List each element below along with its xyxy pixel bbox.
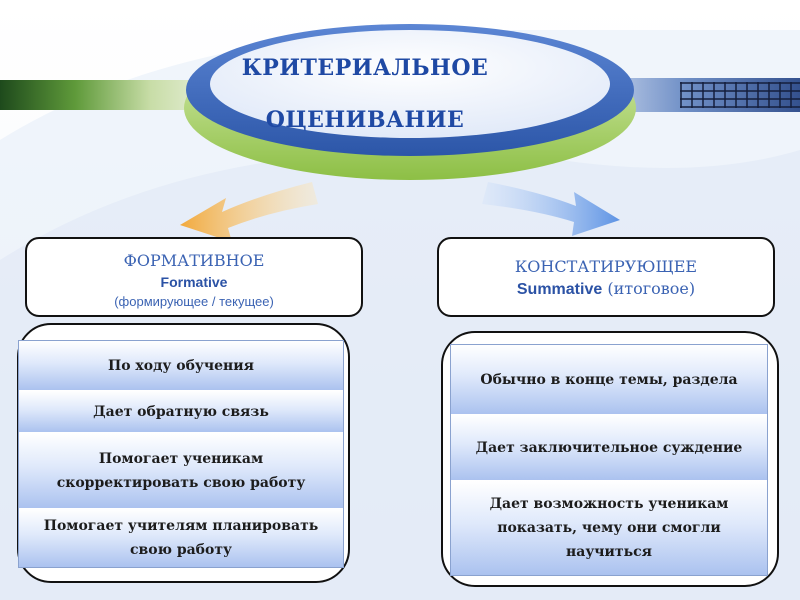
summative-title-line: Summative (итоговое) xyxy=(439,278,773,300)
formative-item: Помогает учителям планировать свою работ… xyxy=(19,509,343,567)
title-line-2: ОЦЕНИВАНИЕ xyxy=(265,107,465,133)
summative-subtitle: (итоговое) xyxy=(607,279,696,298)
arrow-right xyxy=(482,182,620,236)
summative-item: Обычно в конце темы, раздела xyxy=(451,345,767,415)
summative-item: Дает заключительное суждение xyxy=(451,415,767,481)
ellipse-inner xyxy=(210,30,610,138)
keyboard-image xyxy=(680,82,800,108)
formative-header-box: ФОРМАТИВНОЕ Formative (формирующее / тек… xyxy=(25,237,363,317)
formative-title-en: Formative xyxy=(160,274,228,290)
summative-header-box: КОНСТАТИРУЮЩЕЕ Summative (итоговое) xyxy=(437,237,775,317)
diagram-title: КРИТЕРИАЛЬНОЕ ОЦЕНИВАНИЕ xyxy=(190,42,540,146)
formative-item: Дает обратную связь xyxy=(19,391,343,433)
title-line-1: КРИТЕРИАЛЬНОЕ xyxy=(241,55,489,81)
summative-title-ru: КОНСТАТИРУЮЩЕЕ xyxy=(514,257,698,276)
summative-item: Дает возможность ученикам показать, чему… xyxy=(451,481,767,575)
formative-list: По ходу обучения Дает обратную связь Пом… xyxy=(18,340,344,568)
banner-strip-right xyxy=(610,78,800,112)
banner-strip-left xyxy=(0,80,215,110)
summative-title-en: Summative xyxy=(516,281,603,298)
arrow-left xyxy=(180,182,318,242)
summative-list: Обычно в конце темы, раздела Дает заключ… xyxy=(450,344,768,576)
formative-item: По ходу обучения xyxy=(19,341,343,391)
formative-subtitle: (формирующее / текущее) xyxy=(114,294,274,309)
formative-item: Помогает ученикам скорректировать свою р… xyxy=(19,433,343,509)
formative-title-ru: ФОРМАТИВНОЕ xyxy=(123,251,265,270)
